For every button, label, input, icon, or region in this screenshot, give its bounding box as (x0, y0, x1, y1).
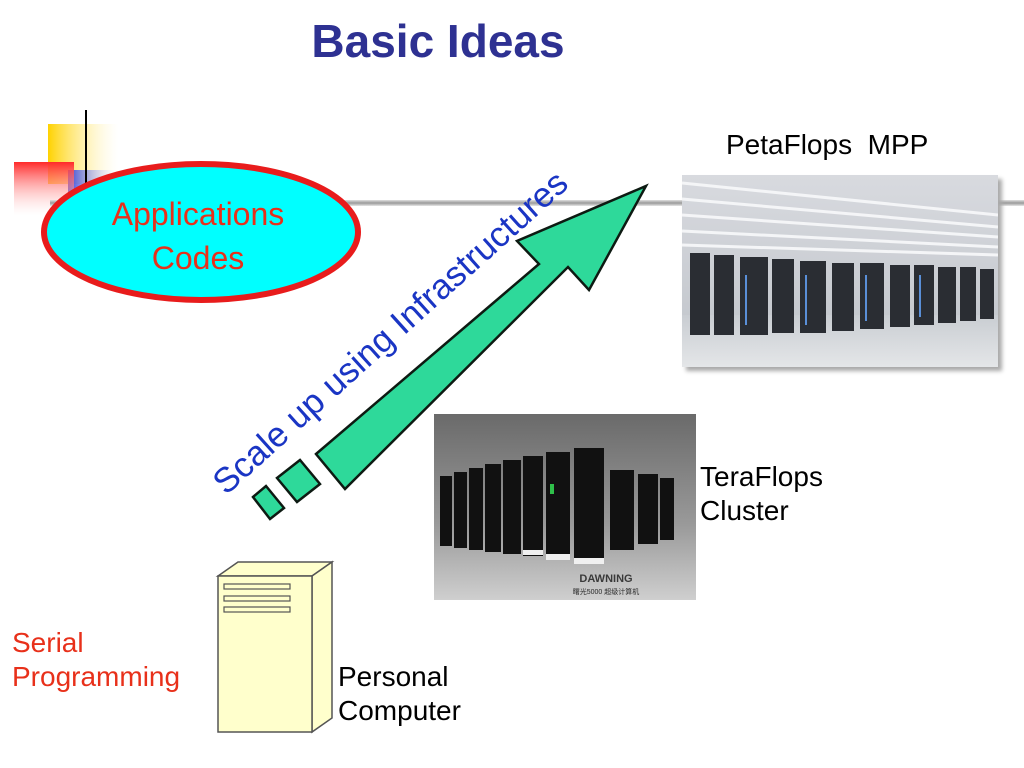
teraflops-caption-line1: TeraFlops (700, 461, 823, 492)
cluster-racks-photo: DAWNING 曙光5000 超级计算机 (434, 414, 696, 600)
arrow-dash-2 (251, 484, 286, 521)
petaflops-caption-line1: PetaFlops MPP (726, 129, 929, 160)
page-title: Basic Ideas (311, 15, 565, 67)
pc-caption: Personal Computer (338, 660, 461, 728)
applications-label-line1: Applications (111, 196, 285, 232)
applications-label-line2: Codes (151, 240, 245, 276)
rack-sub: 曙光5000 超级计算机 (573, 587, 640, 596)
pc-tower (212, 558, 338, 738)
arrow-dash-1 (275, 458, 322, 504)
pc-caption-line2: Computer (338, 695, 461, 726)
cluster-racks-icon: DAWNING 曙光5000 超级计算机 (434, 414, 696, 600)
serial-caption: Serial Programming (12, 626, 180, 694)
pc-tower-icon (215, 560, 335, 734)
scale-up-arrow (200, 120, 660, 530)
applications-ellipse (40, 160, 362, 304)
header-rule (50, 200, 1024, 206)
petaflops-caption: PetaFlops MPP (726, 128, 928, 162)
pc-caption-line1: Personal (338, 661, 449, 692)
teraflops-caption-line2: Cluster (700, 495, 789, 526)
applications-label: Applications Codes (50, 192, 346, 280)
teraflops-caption: TeraFlops Cluster (700, 460, 823, 528)
serial-caption-line1: Serial (12, 627, 84, 658)
supercomputer-room-photo (681, 175, 999, 367)
rack-brand: DAWNING (579, 573, 632, 585)
serial-caption-line2: Programming (12, 661, 181, 692)
arrow-body (314, 183, 649, 491)
supercomputer-room-icon (681, 175, 999, 367)
